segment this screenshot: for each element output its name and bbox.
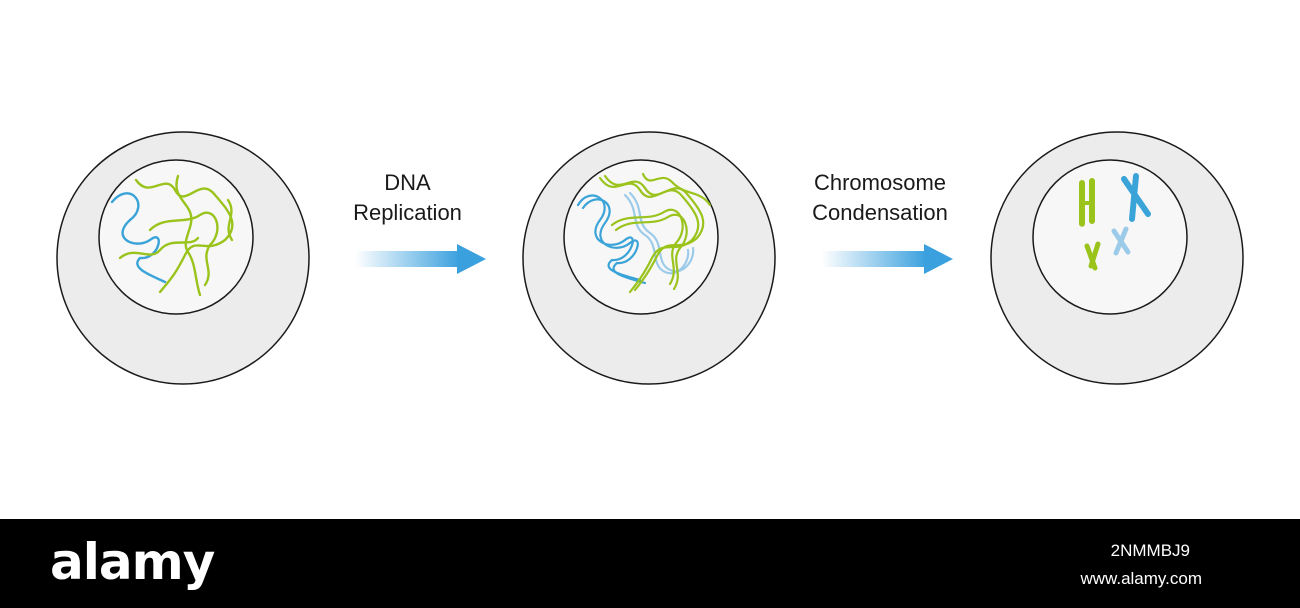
dna-strands [110,174,234,297]
dna-strand-green-1 [598,176,700,294]
cell-1 [56,131,310,385]
cell-2 [522,131,776,385]
arrow-1 [355,244,486,274]
brand-logo: alamy [50,533,215,591]
step-label-line: Chromosome [813,170,947,195]
dna-strand-green-4 [118,236,200,260]
nucleus [563,159,719,315]
cell-cycle-diagram [56,131,1244,385]
dna-strand-green-1-copy [603,174,705,292]
step-label-line: DNA [384,170,431,195]
chromosome-green-small [1084,241,1101,271]
dna-strand-green-3 [641,172,712,207]
chromosome-blue-large [1121,173,1151,222]
dna-strand-green-5 [226,198,234,242]
dna-strand-blue-copy [581,198,647,285]
watermark-footer: alamy 2NMMBJ9 www.alamy.com [0,519,1300,608]
dna-strands [576,172,712,294]
step-label-line: Condensation [812,200,948,225]
dna-strand-green-1 [134,178,234,294]
dna-strand-green-2-copy [614,213,688,291]
step-label-line: Replication [353,200,462,225]
image-id: 2NMMBJ9 [1110,541,1190,560]
site-url: www.alamy.com [1080,569,1202,588]
nucleus [1032,159,1188,315]
dna-strand-blue [576,194,642,282]
dna-strand-green-2 [148,211,219,287]
dna-strand-blue [110,192,167,284]
step-label-dna-replication: DNA Replication [330,168,485,228]
chromosome-green-large [1079,178,1095,227]
dna-strand-green-3 [175,174,202,297]
chromosome-light-blue-small [1111,226,1131,256]
step-label-chromosome-condensation: Chromosome Condensation [782,168,978,228]
arrow-2 [822,244,953,274]
chromosomes [1079,173,1151,271]
cell-3 [990,131,1244,385]
